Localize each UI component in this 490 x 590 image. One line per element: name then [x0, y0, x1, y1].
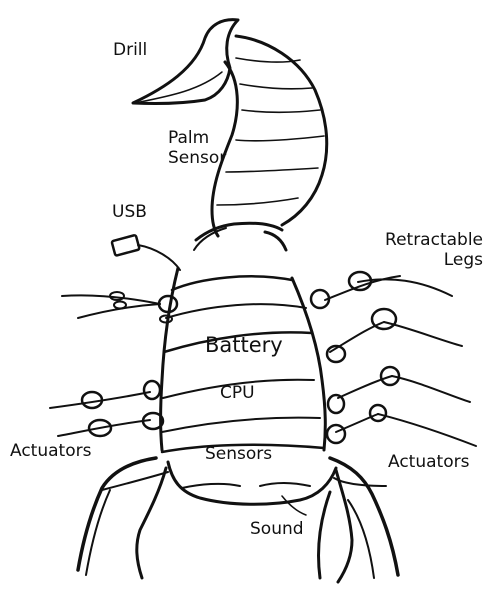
label-retractable-legs: Retractable Legs — [355, 230, 483, 270]
drill-stinger — [133, 20, 238, 104]
usb-connector — [112, 235, 180, 270]
claws — [78, 458, 398, 582]
label-palm-sensor: Palm Sensor — [168, 128, 226, 168]
body — [161, 268, 326, 452]
label-sound: Sound — [250, 519, 304, 539]
label-sensors: Sensors — [205, 444, 272, 464]
label-retractable-legs-line1: Retractable — [355, 230, 483, 250]
label-battery: Battery — [205, 333, 283, 357]
label-drill: Drill — [113, 40, 147, 60]
label-actuators-left: Actuators — [10, 441, 91, 461]
label-palm-sensor-line2: Sensor — [168, 148, 226, 168]
label-actuators-right: Actuators — [388, 452, 469, 472]
legs-right — [311, 272, 476, 446]
label-cpu: CPU — [220, 383, 255, 403]
head — [168, 462, 336, 515]
label-palm-sensor-line1: Palm — [168, 128, 226, 148]
label-retractable-legs-line2: Legs — [355, 250, 483, 270]
legs-left — [50, 292, 177, 436]
label-usb: USB — [112, 202, 147, 222]
